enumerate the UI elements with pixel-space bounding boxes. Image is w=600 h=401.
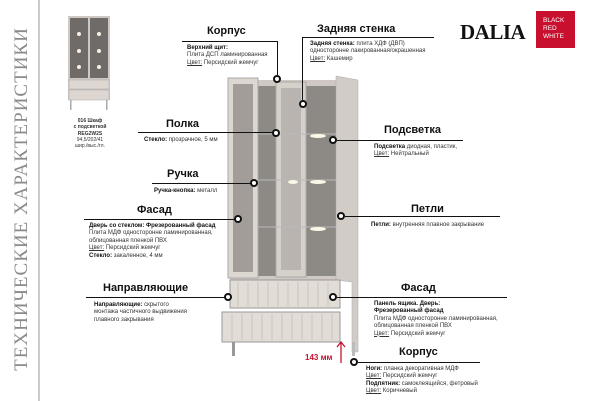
callout-text-hinges: Петли: внутренняя плавное закрывание: [371, 222, 485, 228]
height-label: 143 мм: [305, 353, 333, 362]
callout-marker[interactable]: [273, 75, 281, 83]
callout-marker[interactable]: [224, 293, 232, 301]
brand-word: RED: [543, 25, 557, 32]
callout-title-korpus-bottom: Корпус: [399, 346, 438, 358]
cabinet-image: [221, 75, 359, 356]
logo-dalia: DALIA: [460, 20, 526, 44]
callout-title-handle: Ручка: [167, 168, 199, 180]
callout-marker[interactable]: [272, 129, 280, 137]
callout-title-facade: Фасад: [137, 204, 172, 216]
product-code: REG2W2S: [77, 130, 103, 137]
product-dims: 94,5/202/41: [76, 136, 104, 143]
callout-text-handle: Ручка-кнопка: металл: [154, 188, 218, 194]
callout-title-korpus: Корпус: [207, 25, 246, 37]
callout-title-back-panel: Задняя стенка: [317, 23, 396, 35]
product-caption: 016 Шкаф с подсветкой REG2W2S 94,5/202/4…: [60, 118, 120, 149]
callout-marker[interactable]: [250, 179, 258, 187]
product-name: 016 Шкаф: [77, 118, 103, 124]
callout-marker[interactable]: [337, 212, 345, 220]
callout-marker[interactable]: [350, 358, 358, 366]
brand-word: WHITE: [543, 33, 564, 40]
callout-title-hinges: Петли: [411, 203, 444, 215]
callout-text-lighting: Подсветка диодная, пластик,Цвет: Нейтрал…: [374, 144, 458, 158]
side-title: ТЕХНИЧЕСКИЕ ХАРАКТЕРИСТИКИ: [11, 27, 32, 371]
callout-marker[interactable]: [329, 293, 337, 301]
callout-title-rails: Направляющие: [103, 282, 189, 294]
callout-marker[interactable]: [299, 100, 307, 108]
callout-title-lighting: Подсветка: [384, 124, 442, 136]
callout-marker[interactable]: [234, 215, 242, 223]
side-band: [0, 0, 40, 401]
callout-title-facade-drawer: Фасад: [401, 282, 436, 294]
brand-word: BLACK: [543, 17, 565, 24]
callout-title-shelf: Полка: [166, 118, 199, 130]
callout-text-shelf: Стекло: прозрачное, 5 мм: [144, 137, 218, 143]
brand-logo: BLACK RED WHITE: [536, 11, 575, 48]
product-dims-label: шир./выс./гл.: [75, 143, 105, 150]
arrow-up-icon: [336, 340, 346, 363]
product-thumbnail: [68, 16, 110, 110]
callout-marker[interactable]: [329, 136, 337, 144]
product-subtitle: с подсветкой: [73, 124, 107, 131]
callout-text-back-panel: Задняя стенка: плита ХДФ (ДВП)односторон…: [310, 41, 426, 62]
